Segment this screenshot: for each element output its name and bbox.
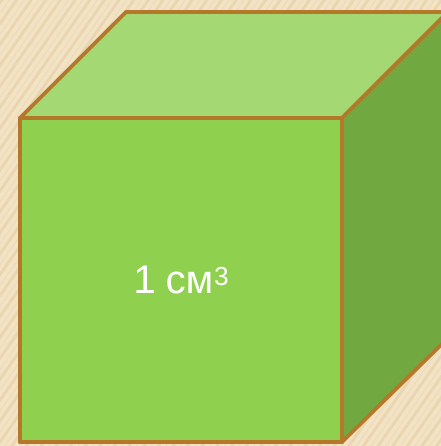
volume-exponent: 3 (214, 261, 229, 291)
cube-front-face (18, 116, 344, 444)
volume-unit: см (165, 258, 214, 302)
volume-number: 1 (133, 258, 156, 302)
